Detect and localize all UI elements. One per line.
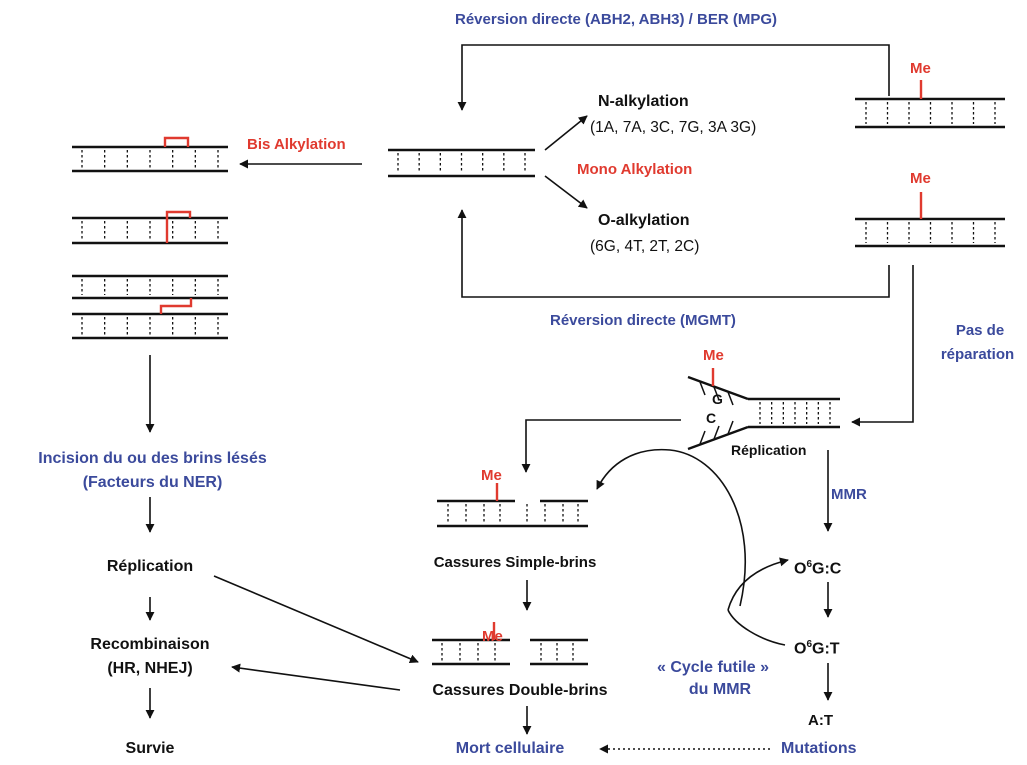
cycle-futile-label: « Cycle futile » — [656, 659, 770, 676]
dna-interstrand-crosslink — [72, 216, 228, 245]
top-reversion-label: Réversion directe (ABH2, ABH3) / BER (MP… — [455, 11, 778, 28]
arrow-no-repair — [851, 265, 914, 427]
me-label-n: Me — [910, 60, 931, 77]
futile-cycle-lower-arc — [727, 609, 786, 646]
arrow-futile-to-single-break — [596, 448, 746, 607]
cassures-simple-label: Cassures Simple-brins — [433, 554, 597, 571]
bis-alkylation-label: Bis Alkylation — [247, 136, 346, 153]
mmr-label: MMR — [831, 486, 867, 503]
n-alkylation-label: N-alkylation — [598, 93, 689, 110]
dna-double-strand-break-left — [432, 638, 510, 666]
arrow-to-o-alkylation — [544, 175, 588, 209]
replication-fork — [687, 368, 840, 451]
dna-o-alkylated — [855, 217, 1005, 248]
reparation-label: réparation — [940, 346, 1015, 363]
dna-single-strand-break — [437, 499, 588, 528]
o6gt-label: O6G:T — [794, 636, 840, 658]
o-alkylation-label: O-alkylation — [598, 212, 690, 229]
n-alkylation-sites-label: (1A, 7A, 3C, 7G, 3A 3G) — [590, 119, 757, 136]
arrow-double-break-to-recombinaison — [231, 663, 401, 691]
dna-layer — [72, 80, 1005, 666]
cycle-futile-mmr-label: du MMR — [688, 681, 752, 698]
arrow-to-n-alkylation — [544, 115, 588, 151]
interstrand-crosslink-mark — [165, 210, 192, 243]
o6gc-o: O — [794, 560, 807, 578]
c-base-label: C — [706, 410, 717, 426]
o6gt-superscript: 6 — [806, 639, 813, 650]
o6gt-rest: G:T — [812, 640, 840, 658]
intrastrand-crosslink-mark — [163, 136, 190, 147]
at-label: A:T — [808, 712, 833, 729]
o6gc-label: O6G:C — [794, 556, 841, 578]
fork-arm-top-base — [727, 391, 734, 406]
mono-alkylation-label: Mono Alkylation — [577, 161, 693, 178]
arrow-fork-to-single-break — [521, 419, 681, 473]
fork-arm-top-base — [713, 386, 720, 401]
me-label-o: Me — [910, 170, 931, 187]
cassures-double-label: Cassures Double-brins — [432, 682, 608, 699]
arrow-futile-return-hidden — [760, 614, 793, 635]
dna-double-strand-break-right — [530, 638, 588, 666]
fork-arm-top — [687, 375, 749, 401]
me-label-single-break: Me — [481, 467, 502, 484]
interduplex-crosslink-mark — [159, 298, 193, 314]
replication-fork-label: Réplication — [731, 442, 807, 458]
me-label-double-break: Me — [482, 628, 503, 645]
incision-label: Incision du ou des brins lésés — [38, 450, 267, 467]
dna-duplex-b — [72, 312, 228, 340]
dna-n-alkylated — [855, 97, 1005, 129]
mutations-label: Mutations — [781, 740, 857, 757]
o-alkylation-sites-label: (6G, 4T, 2T, 2C) — [590, 238, 700, 255]
dna-center-intact — [388, 148, 535, 178]
me-label-fork: Me — [703, 347, 724, 364]
fork-arm-top-base — [699, 381, 706, 396]
arrow-layer — [145, 44, 914, 754]
dna-duplex-a — [72, 274, 228, 300]
o6gc-superscript: 6 — [806, 559, 813, 570]
pas-de-label: Pas de — [955, 322, 1005, 339]
arrow-top-reversion — [457, 44, 890, 111]
ner-factors-label: (Facteurs du NER) — [82, 474, 223, 491]
fork-arm-bottom-base — [699, 430, 706, 445]
o6gt-o: O — [794, 640, 807, 658]
fork-arm-bottom-base — [727, 420, 734, 435]
recombinaison-label: Recombinaison — [90, 636, 210, 653]
fork-arm-bottom — [687, 425, 749, 451]
o6gc-rest: G:C — [812, 560, 842, 578]
dna-intrastrand-crosslink — [72, 145, 228, 173]
arrow-reversion-mgmt — [457, 209, 890, 298]
arrow-replication-to-double-break — [213, 575, 419, 664]
hr-nhej-label: (HR, NHEJ) — [107, 660, 193, 677]
g-base-label: G — [712, 391, 723, 407]
fork-arm-bottom-base — [713, 425, 720, 440]
replication-left-label: Réplication — [106, 558, 194, 575]
survie-label: Survie — [125, 740, 175, 757]
reversion-mgmt-label: Réversion directe (MGMT) — [550, 312, 736, 329]
futile-cycle-upper-arc — [727, 557, 789, 611]
mort-cellulaire-label: Mort cellulaire — [455, 740, 565, 757]
